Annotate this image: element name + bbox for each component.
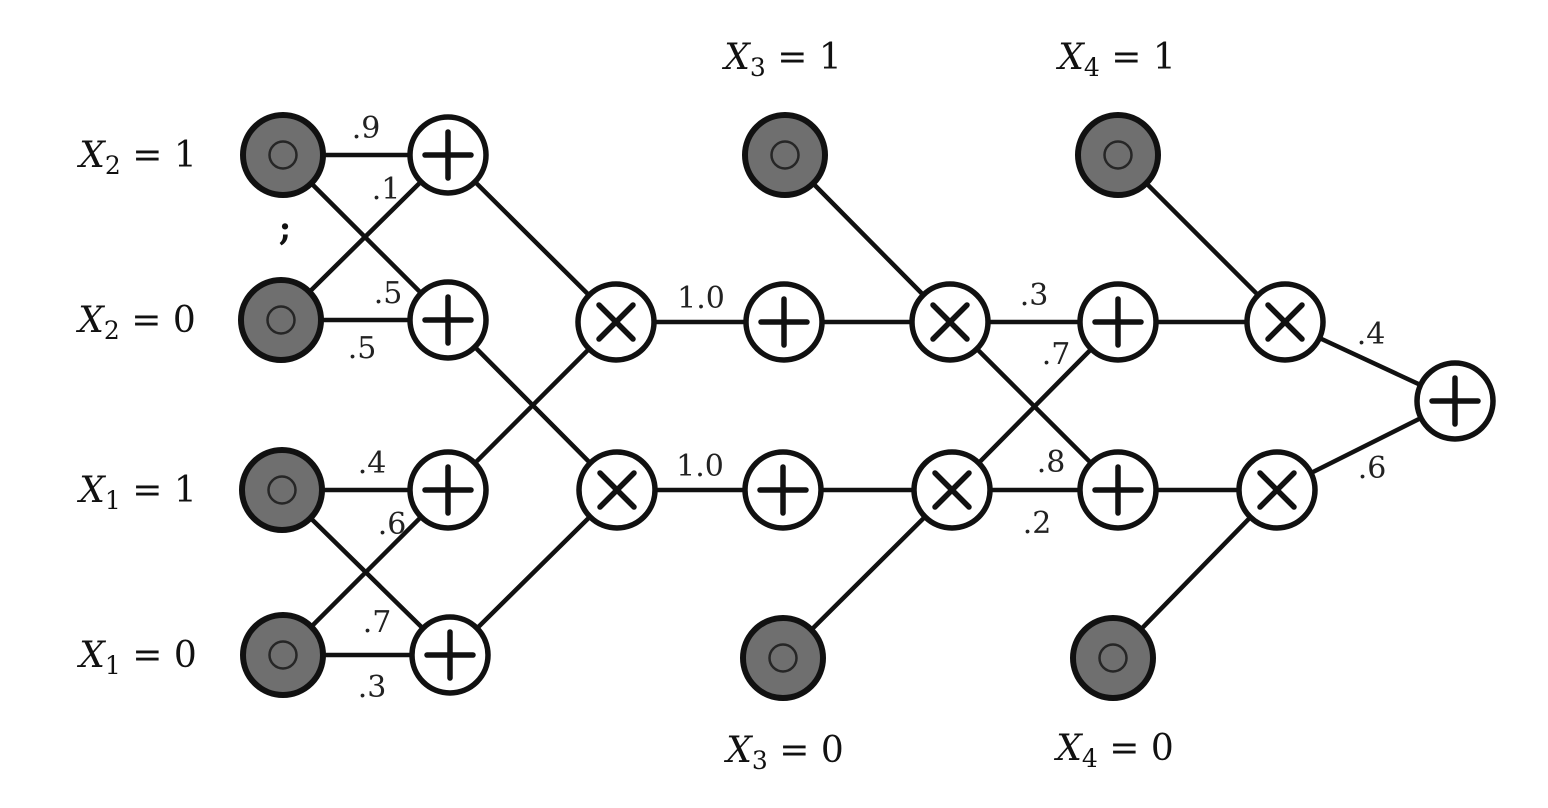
edge-weight-label: .7 [363,605,392,640]
var-label-X2-1: X2 = 1 [76,135,197,180]
indicator-node-ind_x4_0 [1070,615,1156,701]
times-icon [930,302,970,342]
var-label-X1-0: X1 = 0 [76,635,197,680]
indicator-node-ind_x3_0 [740,615,826,701]
edge-weight-label: .2 [1023,506,1052,541]
edge-weight-label: .3 [358,670,387,705]
var-label-X1-1: X1 = 1 [76,470,197,515]
indicator-node-ind_x4_1 [1075,112,1161,198]
indicator-dot-icon [268,640,298,670]
edge-weight-label: .8 [1037,445,1066,480]
edge-weight-label: .7 [1042,337,1071,372]
times-icon [596,302,636,342]
indicator-node-ind_x2_0 [238,277,324,363]
var-label-X3-0: X3 = 0 [723,730,844,775]
stray-semicolon-mark: ; [279,209,292,249]
edge-weight-label: .4 [358,446,387,481]
edge-weight-label: .4 [1357,317,1386,352]
var-label-X3-1: X3 = 1 [721,37,842,82]
indicator-dot-icon [768,643,798,673]
indicator-node-ind_x1_0 [240,612,326,698]
var-label-X4-0: X4 = 0 [1053,728,1174,773]
indicator-node-ind_x2_1 [240,112,326,198]
times-icon [1257,470,1297,510]
edge-weight-label: .6 [1358,451,1387,486]
edge-weight-label: .1 [372,172,401,207]
indicator-dot-icon [770,140,800,170]
edge-weight-label: 1.0 [676,449,724,484]
indicator-dot-icon [268,140,298,170]
times-icon [932,470,972,510]
indicator-node-ind_x1_1 [239,447,325,533]
times-icon [1265,302,1305,342]
indicator-dot-icon [267,475,297,505]
edge-weight-label: .5 [374,276,403,311]
edge-weight-label: 1.0 [677,281,725,316]
var-label-X2-0: X2 = 0 [75,300,196,345]
edge-weight-label: .6 [378,507,407,542]
edge-weight-label: .5 [348,331,377,366]
times-icon [597,470,637,510]
edge-weight-label: .3 [1020,278,1049,313]
var-label-X4-1: X4 = 1 [1055,37,1176,82]
indicator-dot-icon [1103,140,1133,170]
edge-weight-label: .9 [352,111,381,146]
indicator-dot-icon [1098,643,1128,673]
indicator-node-ind_x3_1 [742,112,828,198]
indicator-dot-icon [266,305,296,335]
